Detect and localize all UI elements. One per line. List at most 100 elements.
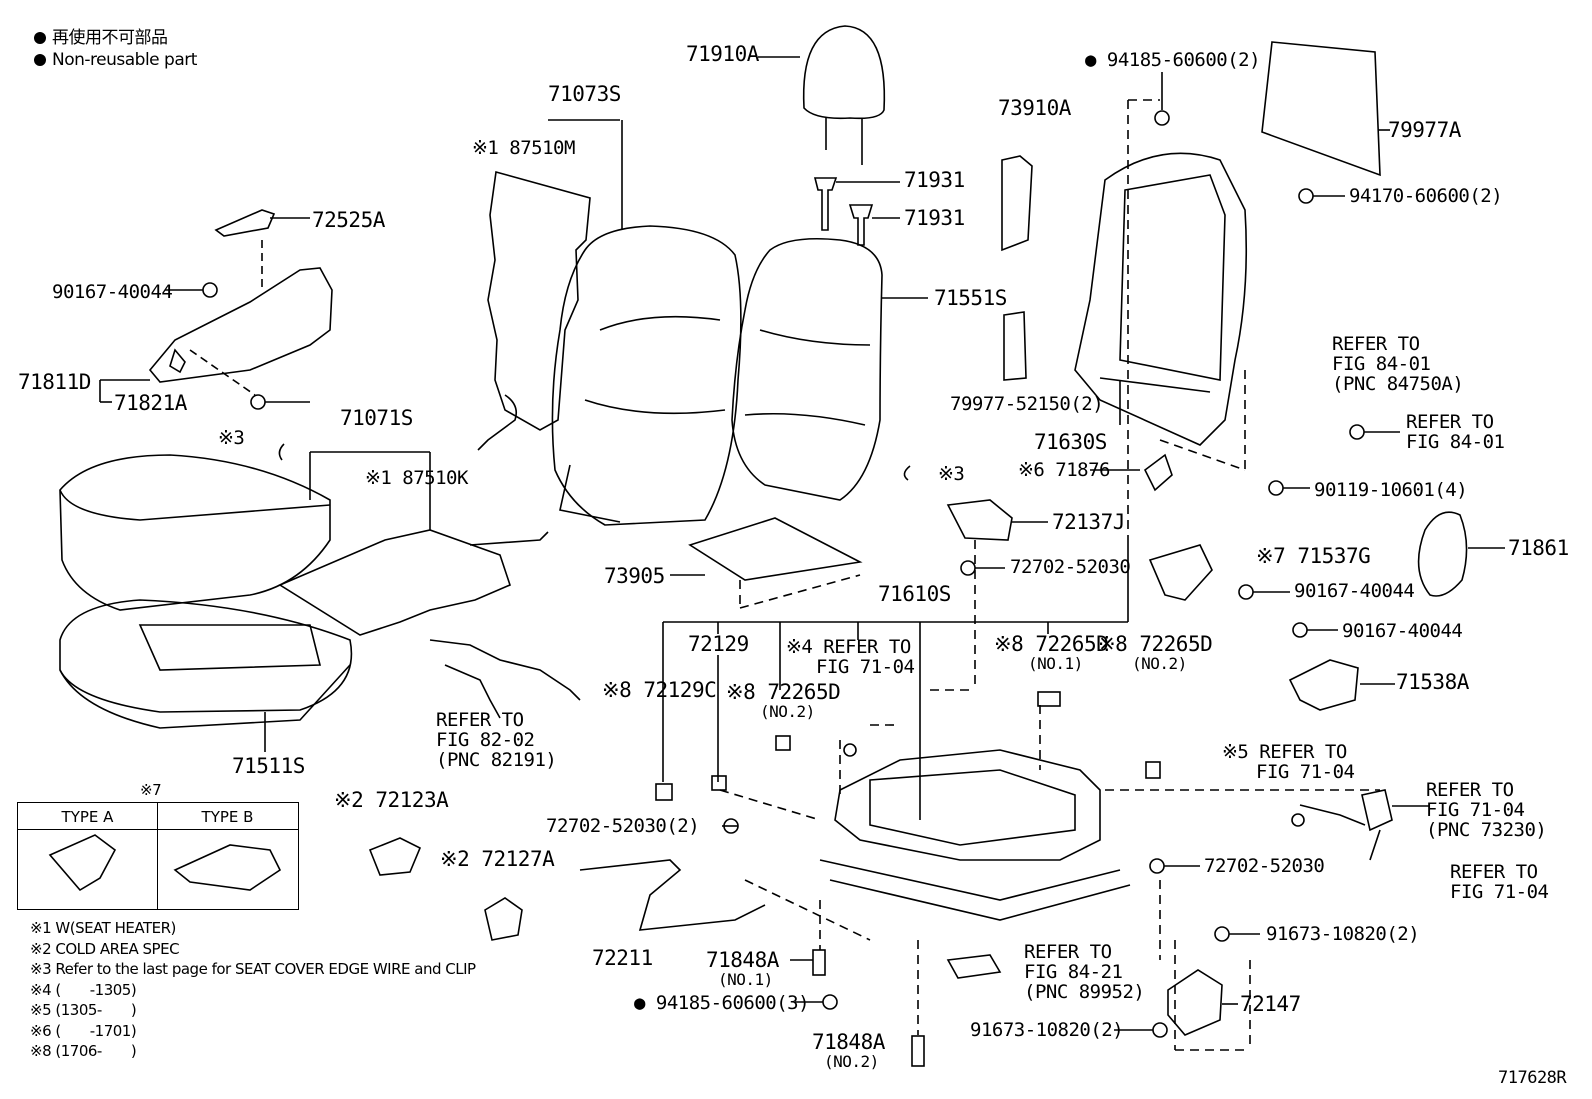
label-73910A: 73910A [998,96,1071,120]
type-box-divider [157,803,158,909]
label-71876: ※6 71876 [1018,459,1111,481]
dashed-leaders [719,99,1380,1051]
label-72123A: ※2 72123A [334,788,449,812]
refer-line: (PNC 82191) [436,749,557,771]
refer-line: REFER TO [1426,779,1514,801]
label-71848A-no2: 71848A (NO.2) [812,1032,885,1072]
seat-side-cover [99,267,333,403]
legend-english: Non-reusable part [34,50,197,70]
label-72702-52030-2: 72702-52030(2) [546,815,700,837]
part-variant: (NO.2) [760,702,815,721]
cover-72123A [368,837,422,876]
refer-line: FIG 84-21 [1024,961,1123,983]
refer-line: FIG 71-04 [816,656,915,678]
refer-line: (PNC 84750A) [1332,373,1464,395]
label-72702-52030-a: 72702-52030 [1010,556,1131,578]
label-72129: 72129 [688,632,749,656]
refer-line: FIG 71-04 [1256,761,1355,783]
note-6: ※6 ( -1701) [30,1021,137,1040]
label-72265D-no2-a: ※8 72265D (NO.2) [726,680,841,722]
note-4: ※4 ( -1305) [30,980,137,999]
bracket-71538A [1288,659,1359,711]
label-72265D-no2-b: ※8 72265D (NO.2) [1098,634,1213,674]
label-71610S: 71610S [878,582,951,606]
legend-japanese: 再使用不可部品 [34,28,168,48]
seatback-heater [487,170,591,431]
label-71511S: 71511S [232,754,305,778]
label-72702-52030-b: 72702-52030 [1204,855,1325,877]
label-72129C: ※8 72129C [602,678,717,702]
type-b-label: TYPE B [201,808,254,826]
cushion-heater [278,529,511,636]
clip-72265D-no2 [1145,761,1161,779]
part-number: 71848A [812,1030,885,1054]
refer-fig-84-01-b: REFER TO FIG 84-01 [1406,411,1505,453]
seat-frame [662,540,1131,921]
label-71910A: 71910A [686,42,759,66]
refer-line: FIG 71-04 [1450,881,1549,903]
seatback-pad [548,119,742,526]
clip-72129 [711,775,727,791]
seat-switch [946,954,1002,979]
clip-72129C [655,783,673,801]
label-91673-10820-b: 91673-10820(2) [970,1019,1124,1041]
label-71073S: 71073S [548,82,621,106]
seat-wire-harness [429,639,581,719]
clip-72265D-no2 [775,735,791,751]
refer-line: FIG 84-01 [1406,431,1505,453]
back-board [1261,41,1381,177]
part-number: 71848A [706,948,779,972]
label-x3-a: ※3 [218,427,245,449]
type-box-header [18,803,298,830]
label-71811D: 71811D [18,370,91,394]
label-72137J: 72137J [1052,510,1125,534]
headrest [758,25,886,165]
seat-belt-buckle [1291,789,1430,861]
seat-cushion-pad [59,599,353,752]
label-72525A: 72525A [312,208,385,232]
trim-71876 [1143,453,1173,492]
label-72265D-no1: ※8 72265D (NO.1) [994,632,1109,674]
label-90167-40044-c: 90167-40044 [1342,620,1463,642]
refer-line: REFER TO [436,709,524,731]
notes-list: ※1 W(SEAT HEATER) ※2 COLD AREA SPEC ※3 R… [30,918,476,1062]
label-71821A: 71821A [114,391,187,415]
refer-fig-71-04-a: ※4 REFER TO FIG 71-04 [786,637,915,677]
refer-line: REFER TO [1406,411,1494,433]
label-87510K: ※1 87510K [365,467,468,489]
label-x3-b: ※3 [938,463,965,485]
seatback-frame [1074,152,1248,446]
small-pad [1003,311,1027,381]
seat-cushion-cover [59,451,431,611]
label-71848A-no1: 71848A (NO.1) [706,950,779,990]
label-71861: 71861 [1508,536,1569,560]
label-94185-60600-2: ● 94185-60600(2) [1085,49,1261,71]
refer-fig-84-21: REFER TO FIG 84-21 (PNC 89952) [1024,942,1145,1002]
part-variant: (NO.2) [1132,654,1187,673]
refer-fig-82-02: REFER TO FIG 82-02 (PNC 82191) [436,709,557,771]
heater-wire [477,394,518,451]
label-71931-a: 71931 [904,168,965,192]
label-90167-40044-b: 90167-40044 [1294,580,1415,602]
label-71537G: ※7 71537G [1256,544,1371,568]
part-variant: (NO.1) [1028,654,1083,673]
clip-x3 [278,443,285,461]
label-73905: 73905 [604,564,665,588]
label-94170-60600-2: 94170-60600(2) [1349,185,1503,207]
bracket-72147 [1167,969,1223,1036]
type-a-part [48,834,117,892]
label-79977-52150-2: 79977-52150(2) [950,393,1104,415]
part-number: ※8 72265D [726,680,841,704]
seat-wire-rod [579,859,766,931]
note-3: ※3 Refer to the last page for SEAT COVER… [30,960,476,978]
note-1: ※1 W(SEAT HEATER) [30,919,176,937]
part-number: ※8 72265D [994,632,1109,656]
refer-fig-71-04-c: REFER TO FIG 71-04 (PNC 73230) [1426,779,1547,840]
figure-id: 717628R [1498,1068,1567,1088]
refer-line: ※5 REFER TO [1222,741,1347,763]
cover-72127A [484,897,523,941]
label-72127A: ※2 72127A [440,847,555,871]
label-71538A: 71538A [1396,670,1469,694]
label-94185-60600-3: ● 94185-60600(3) [634,992,810,1014]
